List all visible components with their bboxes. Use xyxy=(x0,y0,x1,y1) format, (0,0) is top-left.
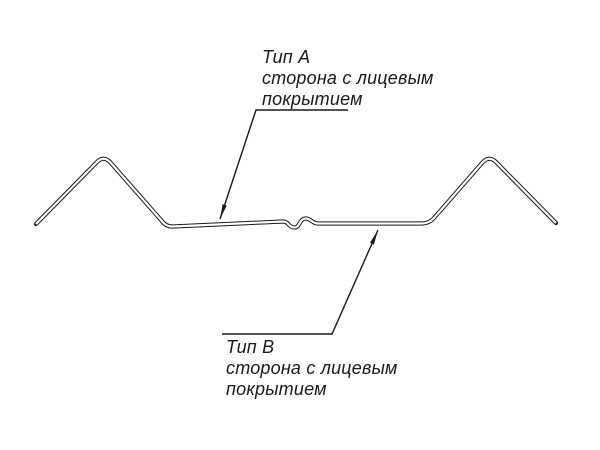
callout-b-leader-line xyxy=(222,229,379,335)
callout-a-leader-line xyxy=(219,109,348,220)
sheet-profile-core xyxy=(35,157,557,229)
callout-b-desc-line2: покрытием xyxy=(226,379,327,399)
callout-b-type: Тип В xyxy=(226,337,274,357)
callout-a-desc-line2: покрытием xyxy=(262,89,363,109)
callout-b-label: Тип В сторона с лицевым покрытием xyxy=(226,337,398,399)
callout-b-desc-line1: сторона с лицевым xyxy=(226,358,398,378)
callout-a-type: Тип А xyxy=(262,47,310,67)
callout-a-desc-line1: сторона с лицевым xyxy=(262,68,434,88)
callout-a-label: Тип А сторона с лицевым покрытием xyxy=(262,47,434,109)
